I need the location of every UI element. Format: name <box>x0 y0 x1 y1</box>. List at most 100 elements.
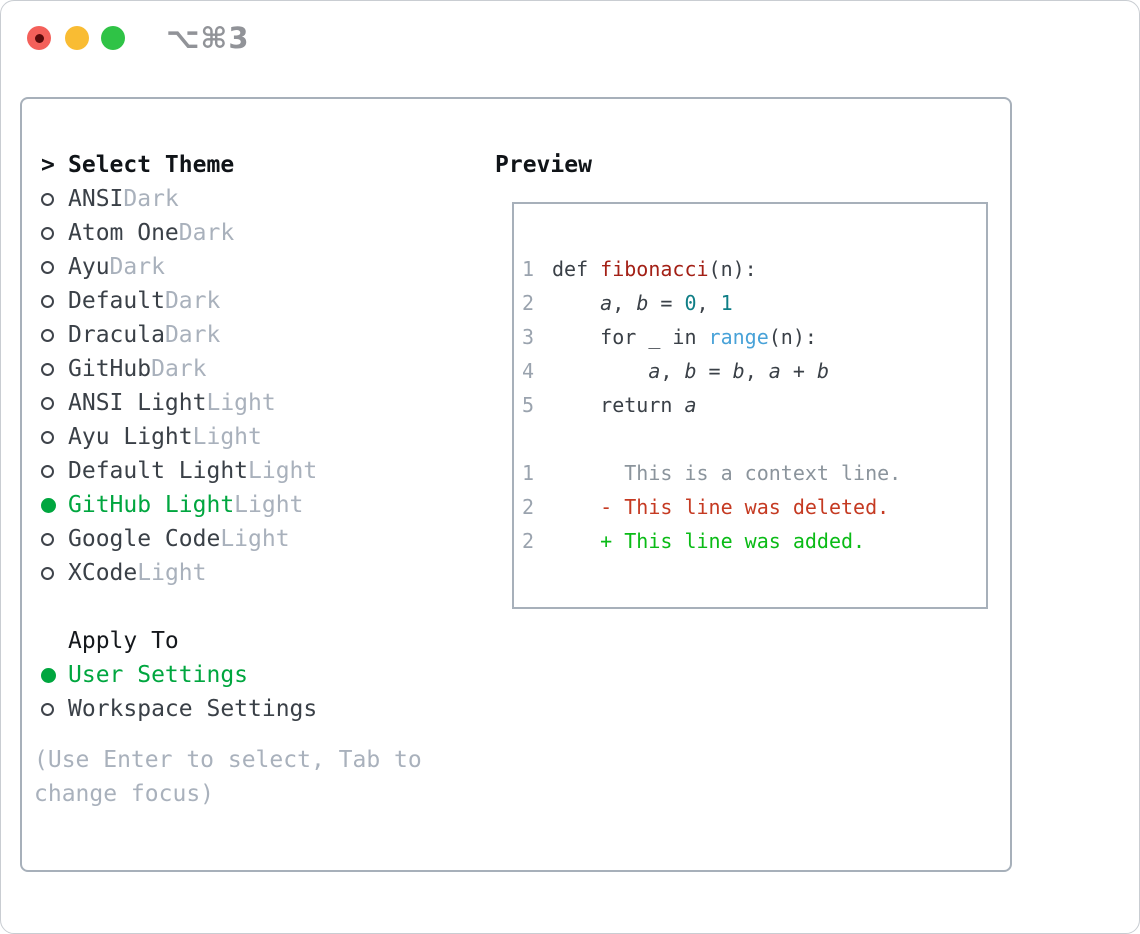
line-number: 3 <box>522 325 535 349</box>
preview-header: Preview <box>495 148 592 182</box>
theme-option-ayu[interactable]: Ayu Dark <box>40 250 480 284</box>
line-number: 2 <box>522 529 535 553</box>
theme-variant: Dark <box>109 254 165 280</box>
theme-name: Ayu Light <box>68 424 193 450</box>
line-number: 1 <box>522 461 535 485</box>
line-number: 1 <box>522 257 535 281</box>
radio-unselected-icon <box>40 566 68 580</box>
preview-line: 3 for _ in range(n): <box>522 320 986 354</box>
theme-option-ayu-light[interactable]: Ayu Light Light <box>40 420 480 454</box>
radio-unselected-icon <box>40 702 68 716</box>
theme-name: XCode <box>68 560 138 586</box>
theme-name: Default <box>68 288 165 314</box>
theme-name: Google Code <box>68 526 221 552</box>
hint-text: (Use Enter to select, Tab to change focu… <box>34 747 422 807</box>
theme-variant: Light <box>248 458 318 484</box>
theme-option-google-code[interactable]: Google Code Light <box>40 522 480 556</box>
line-number: 2 <box>522 495 535 519</box>
radio-unselected-icon <box>40 464 68 478</box>
theme-variant: Dark <box>123 186 179 212</box>
apply-to-title: Apply To <box>68 628 179 654</box>
theme-option-dracula[interactable]: Dracula Dark <box>40 318 480 352</box>
theme-option-default[interactable]: Default Dark <box>40 284 480 318</box>
line-content: This is a context line. <box>624 461 902 485</box>
zoom-button[interactable] <box>101 26 125 50</box>
preview-line: 2 - This line was deleted. <box>522 490 986 524</box>
theme-option-ansi-light[interactable]: ANSI Light Light <box>40 386 480 420</box>
preview-line: 1 def fibonacci(n): <box>522 252 986 286</box>
preview-line: 1 This is a context line. <box>522 456 986 490</box>
line-content: a, b = 0, 1 <box>600 291 733 315</box>
theme-variant: Light <box>206 390 276 416</box>
line-content: return a <box>552 393 697 417</box>
window-shortcut-label: ⌥⌘3 <box>166 21 250 55</box>
theme-name: GitHub Light <box>68 492 235 518</box>
preview-line <box>522 422 986 456</box>
radio-selected-icon <box>40 667 68 683</box>
radio-unselected-icon <box>40 430 68 444</box>
preview-title: Preview <box>495 152 592 178</box>
theme-name: Atom One <box>68 220 179 246</box>
theme-option-github[interactable]: GitHub Dark <box>40 352 480 386</box>
theme-name: ANSI Light <box>68 390 207 416</box>
theme-name: Dracula <box>68 322 165 348</box>
close-dot-icon <box>34 33 44 43</box>
theme-option-xcode[interactable]: XCode Light <box>40 556 480 590</box>
radio-unselected-icon <box>40 294 68 308</box>
window-titlebar: ⌥⌘3 <box>0 0 1140 76</box>
theme-variant: Light <box>137 560 207 586</box>
line-content: for _ in range(n): <box>552 325 817 349</box>
line-content: def fibonacci(n): <box>552 257 757 281</box>
radio-unselected-icon <box>40 192 68 206</box>
theme-option-ansi[interactable]: ANSI Dark <box>40 182 480 216</box>
preview-line: 2 a, b = 0, 1 <box>522 286 986 320</box>
line-number: 4 <box>522 359 535 383</box>
select-theme-title: Select Theme <box>68 152 235 178</box>
close-button[interactable] <box>27 26 51 50</box>
radio-unselected-icon <box>40 396 68 410</box>
theme-option-atom-one[interactable]: Atom One Dark <box>40 216 480 250</box>
line-number: 5 <box>522 393 535 417</box>
select-theme-header: > Select Theme <box>40 148 480 182</box>
theme-variant: Light <box>192 424 262 450</box>
radio-unselected-icon <box>40 362 68 376</box>
theme-option-default-light[interactable]: Default Light Light <box>40 454 480 488</box>
preview-line: 4 a, b = b, a + b <box>522 354 986 388</box>
theme-name: Default Light <box>68 458 249 484</box>
theme-name: ANSI <box>68 186 124 212</box>
radio-unselected-icon <box>40 226 68 240</box>
line-content: + This line was added. <box>600 529 866 553</box>
radio-unselected-icon <box>40 532 68 546</box>
apply-option-user-settings[interactable]: User Settings <box>40 658 480 692</box>
theme-name: Ayu <box>68 254 110 280</box>
theme-variant: Dark <box>164 288 221 314</box>
theme-variant: Dark <box>178 220 235 246</box>
radio-unselected-icon <box>40 260 68 274</box>
spacer <box>40 590 480 624</box>
line-content: - This line was deleted. <box>600 495 890 519</box>
prompt-icon: > <box>41 152 55 178</box>
apply-option-label: Workspace Settings <box>68 696 318 722</box>
line-number: 2 <box>522 291 535 315</box>
line-content: a, b = b, a + b <box>648 359 829 383</box>
theme-variant: Light <box>234 492 304 518</box>
theme-option-github-light[interactable]: GitHub Light Light <box>40 488 480 522</box>
apply-option-workspace-settings[interactable]: Workspace Settings <box>40 692 480 726</box>
theme-variant: Dark <box>164 322 221 348</box>
minimize-button[interactable] <box>65 26 89 50</box>
radio-selected-icon <box>40 497 68 513</box>
theme-variant: Dark <box>151 356 207 382</box>
preview-line: 2 + This line was added. <box>522 524 986 558</box>
theme-name: GitHub <box>68 356 152 382</box>
apply-to-header: Apply To <box>40 624 480 658</box>
apply-option-label: User Settings <box>68 662 249 688</box>
preview-line: 5 return a <box>522 388 986 422</box>
theme-variant: Light <box>220 526 290 552</box>
radio-unselected-icon <box>40 328 68 342</box>
